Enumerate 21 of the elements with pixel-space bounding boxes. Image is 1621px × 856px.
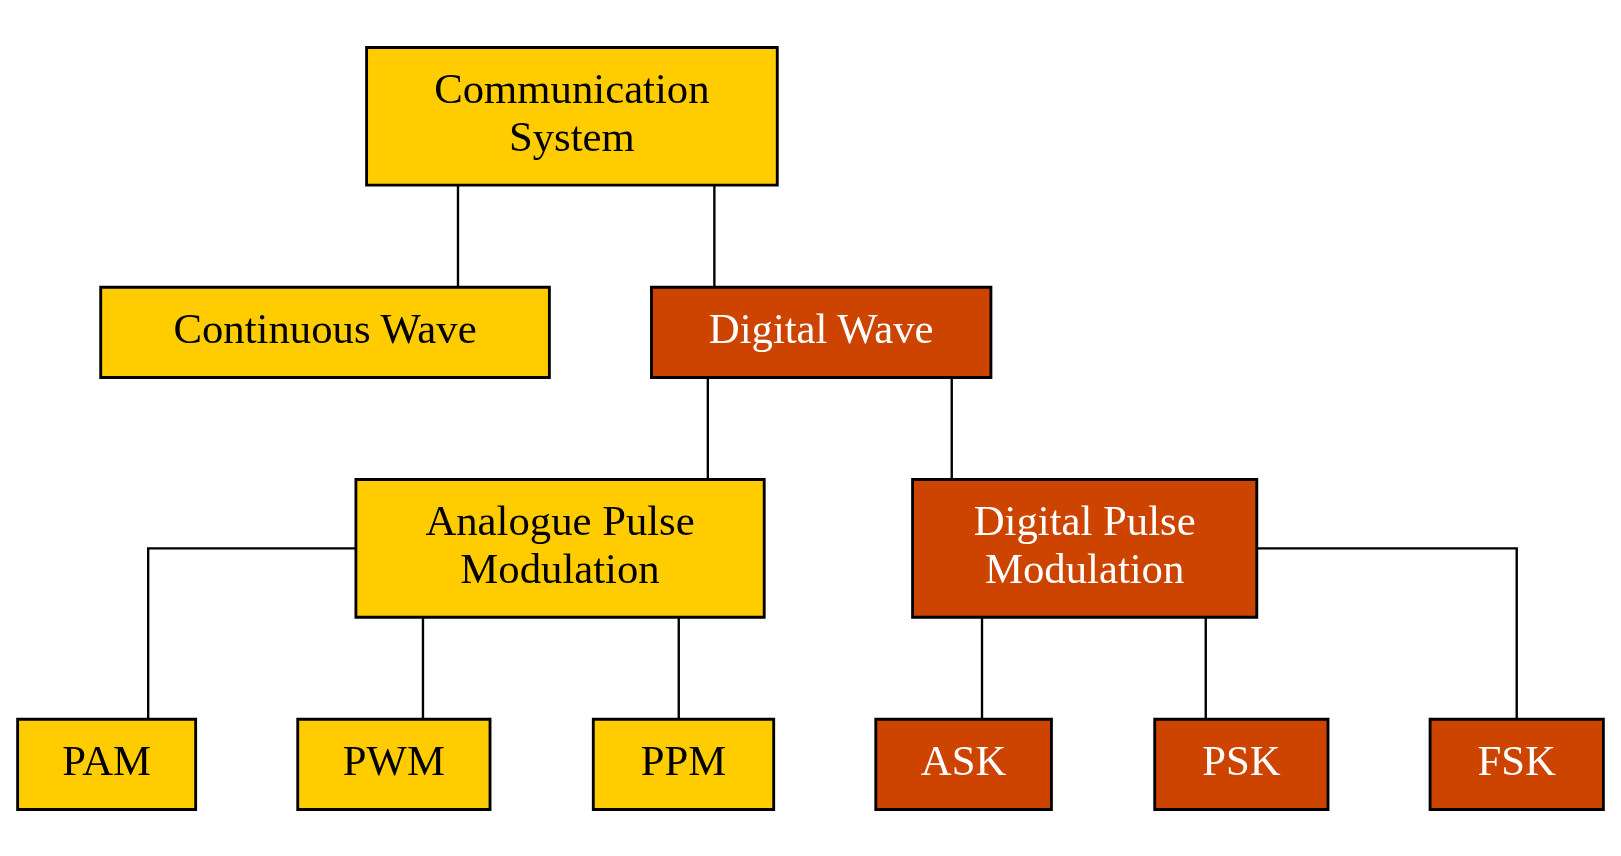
node-box: ASK <box>874 717 1053 811</box>
connector <box>706 377 709 479</box>
connector <box>147 546 356 719</box>
node-box: PPM <box>591 717 776 811</box>
connector <box>980 616 984 719</box>
node-box: Continuous Wave <box>99 285 551 379</box>
connector <box>713 184 716 287</box>
connector <box>677 616 680 719</box>
connector <box>421 616 425 719</box>
node-box: FSK <box>1428 717 1605 811</box>
node-box: Digital Wave <box>650 285 993 379</box>
connector <box>1204 616 1207 719</box>
connector <box>456 184 460 287</box>
connector <box>1257 546 1518 719</box>
node-box: Digital Pulse Modulation <box>911 477 1259 619</box>
node-box: PAM <box>16 717 198 811</box>
node-box: PWM <box>296 717 492 811</box>
connector <box>950 377 953 479</box>
node-box: Analogue Pulse Modulation <box>354 477 766 619</box>
node-box: PSK <box>1153 717 1330 811</box>
node-box: Communication System <box>365 45 779 187</box>
